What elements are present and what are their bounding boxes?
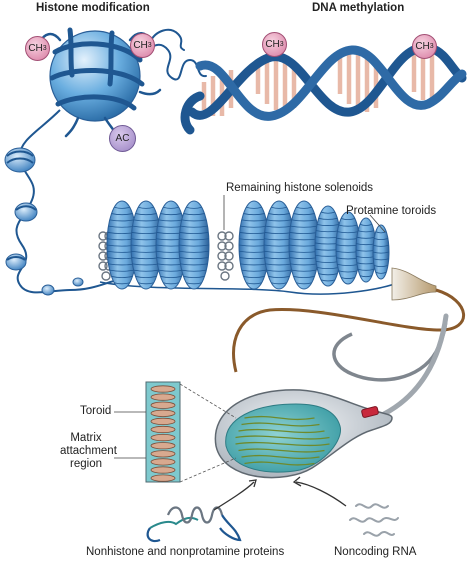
- label-histone-modification: Histone modification: [36, 2, 150, 14]
- label-toroid: Toroid: [80, 405, 112, 417]
- inset-toroid: [150, 450, 176, 458]
- chromatin-loop: [235, 435, 330, 440]
- arrows: [213, 476, 347, 511]
- chromatin-loop: [241, 422, 320, 427]
- toroid-stack: [155, 200, 187, 290]
- toroid-stack: [288, 200, 320, 290]
- nonhistone-proteins: [146, 506, 242, 543]
- protamine-toroids: [106, 200, 390, 290]
- chromatin-loop: [241, 454, 320, 460]
- chromatin-loop: [244, 461, 315, 466]
- label-protamine-toroids: Protamine toroids: [346, 205, 437, 217]
- label-noncoding-rna: Noncoding RNA: [334, 546, 417, 558]
- chromatin-loop: [244, 415, 315, 421]
- sperm-tail: [232, 288, 465, 417]
- noncoding-rna: [349, 503, 399, 537]
- chromatin-loop: [238, 428, 325, 434]
- histone-nucleosome: [38, 27, 162, 138]
- linker-dna-top: [139, 28, 207, 81]
- inset-toroid: [150, 474, 176, 482]
- inset-toroid: [150, 385, 176, 393]
- chromatin-loop: [235, 441, 330, 447]
- inset-toroid: [150, 417, 176, 425]
- inset-toroid: [150, 442, 176, 450]
- toroid-array: [98, 195, 437, 301]
- chromatin-loops: [235, 415, 330, 466]
- inset-toroid: [150, 409, 176, 417]
- toroid-stack: [372, 224, 390, 280]
- toroid-inset: [114, 381, 237, 483]
- acetyl-badge: AC: [109, 125, 136, 152]
- inset-toroid: [150, 425, 176, 434]
- inset-toroid: [150, 393, 176, 401]
- label-dna-methylation: DNA methylation: [312, 2, 405, 14]
- inset-toroid: [150, 458, 176, 466]
- histone-solenoid-middle: [217, 231, 234, 281]
- label-matrix-attachment-region: Matrix attachment region: [60, 432, 117, 470]
- toroid-stack: [178, 200, 210, 290]
- toroid-stack: [263, 200, 295, 290]
- chromatin-fiber-left: [4, 109, 121, 296]
- chromatin-loop: [238, 448, 325, 453]
- sperm-head: [214, 389, 393, 479]
- inset-toroid: [150, 401, 176, 409]
- label-remaining-histone-solenoids: Remaining histone solenoids: [226, 182, 374, 194]
- inset-toroid: [150, 466, 176, 474]
- acrosome-mark: [361, 406, 379, 418]
- inset-toroid: [150, 433, 176, 442]
- dna-double-helix: [180, 43, 467, 135]
- label-nonhistone-proteins: Nonhistone and nonprotamine proteins: [86, 546, 285, 558]
